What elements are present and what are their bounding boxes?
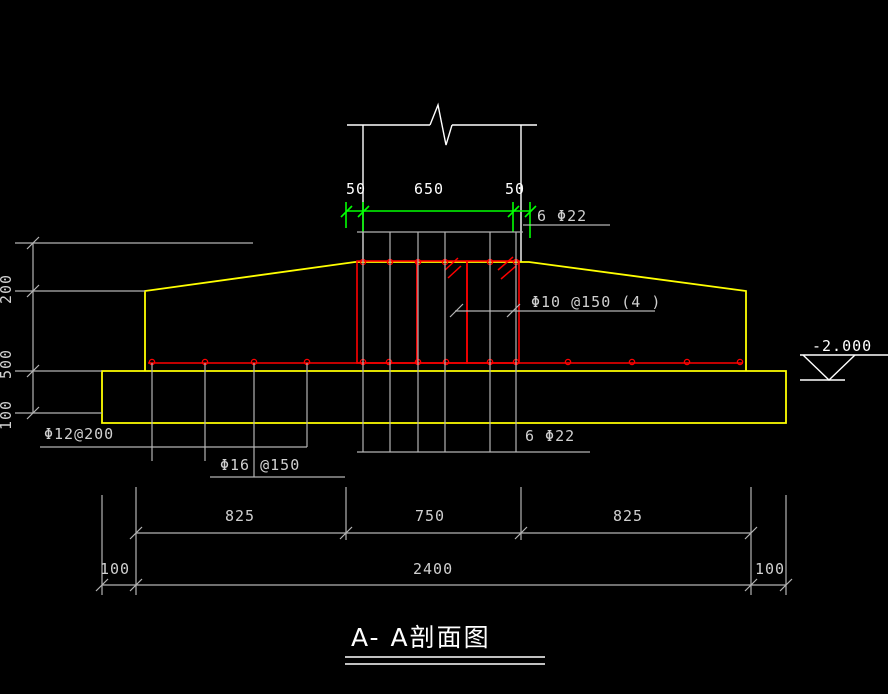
rebar-dots-bottom	[148, 358, 744, 366]
dimension-bottom-750-center: 750	[415, 507, 446, 525]
dimension-bottom-825-right: 825	[613, 507, 644, 525]
dimension-center-650: 650	[414, 180, 445, 198]
callout-column-top-bars: 6 Φ22	[537, 207, 588, 225]
elevation-marker-value: -2.000	[812, 337, 873, 355]
top-dimension-green	[340, 202, 537, 238]
dimension-footing-100: 100	[0, 399, 15, 430]
dimension-bottom-total-2400: 2400	[413, 560, 454, 578]
break-line-icon	[429, 102, 453, 146]
stirrup-hooks	[444, 256, 517, 280]
dimension-right-edge-50: 50	[505, 180, 526, 198]
footing-slab-outline	[101, 370, 787, 424]
drawing-title: A- A剖面图	[351, 623, 491, 652]
left-dimension-chain	[15, 236, 253, 420]
callout-stirrups: Φ10 @150 (4 )	[531, 293, 662, 311]
stirrup-cell-2	[416, 260, 468, 364]
stirrup-cages	[356, 260, 520, 364]
dimension-left-edge-50: 50	[346, 180, 367, 198]
footing-mesh-lines	[40, 363, 345, 478]
dimension-bottom-left-edge-100: 100	[100, 560, 131, 578]
bottom-dimension-chain	[95, 487, 793, 595]
dimension-bottom-right-edge-100: 100	[755, 560, 786, 578]
callout-footing-transverse-bars: Φ12@200	[44, 425, 115, 443]
dimension-pedestal-body-500: 500	[0, 348, 15, 379]
callout-footing-longitudinal-bars: Φ16 @150	[220, 456, 301, 474]
stirrup-cell-1	[356, 260, 418, 364]
dimension-bottom-825-left: 825	[225, 507, 256, 525]
callout-column-bottom-bars: 6 Φ22	[525, 427, 576, 445]
elevation-triangle-icon	[800, 354, 888, 381]
dimension-pedestal-top-200: 200	[0, 273, 15, 304]
column-vertical-bars	[357, 231, 590, 453]
title-underline	[345, 656, 545, 665]
stirrup-leader-line	[449, 303, 655, 318]
